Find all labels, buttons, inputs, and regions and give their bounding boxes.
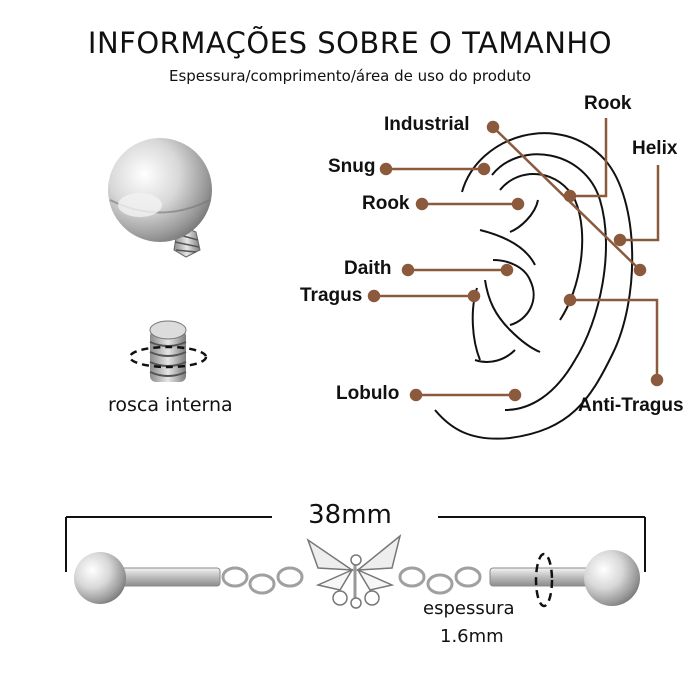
anti-tragus-marker-end-dot: [650, 373, 664, 387]
length-measurement: 38mm: [308, 500, 392, 530]
label-tragus: Tragus: [300, 285, 363, 306]
industrial-marker-dot: [486, 120, 500, 134]
label-anti-tragus: Anti-Tragus: [578, 395, 684, 416]
page-subtitle: Espessura/comprimento/área de uso do pro…: [168, 67, 532, 85]
label-rook-top: Rook: [584, 93, 632, 114]
snug-marker-end-dot: [477, 162, 491, 176]
piercing-markers: [367, 118, 664, 402]
length-bracket: [65, 516, 646, 572]
daith-marker-end-dot: [500, 263, 514, 277]
daith-marker-dot: [401, 263, 415, 277]
label-helix: Helix: [632, 138, 678, 159]
butterfly-charm: [306, 534, 402, 609]
tragus-marker-dot: [367, 289, 381, 303]
ball-end-with-thread-image: [108, 138, 212, 258]
label-lobulo: Lobulo: [336, 383, 400, 404]
page-title: INFORMAÇÕES SOBRE O TAMANHO: [87, 26, 613, 60]
rook-marker-end-dot: [511, 197, 525, 211]
helix-marker-dot: [613, 233, 627, 247]
label-snug: Snug: [328, 156, 376, 177]
snug-marker-dot: [379, 162, 393, 176]
lobulo-marker-end-dot: [508, 388, 522, 402]
ear-outline-diagram: [434, 132, 634, 440]
thickness-value: 1.6mm: [440, 626, 504, 647]
internal-thread-image: [128, 320, 208, 382]
rook-top-marker-dot: [563, 189, 577, 203]
tragus-marker-end-dot: [467, 289, 481, 303]
industrial-barbell-image: [74, 534, 640, 609]
industrial-marker-end-dot: [633, 263, 647, 277]
thickness-label: espessura: [423, 598, 515, 619]
rook-marker-dot: [415, 197, 429, 211]
label-industrial: Industrial: [384, 114, 470, 135]
label-daith: Daith: [344, 258, 392, 279]
internal-thread-caption: rosca interna: [108, 394, 233, 416]
label-rook: Rook: [362, 193, 410, 214]
anti-tragus-marker-dot: [563, 293, 577, 307]
lobulo-marker-dot: [409, 388, 423, 402]
